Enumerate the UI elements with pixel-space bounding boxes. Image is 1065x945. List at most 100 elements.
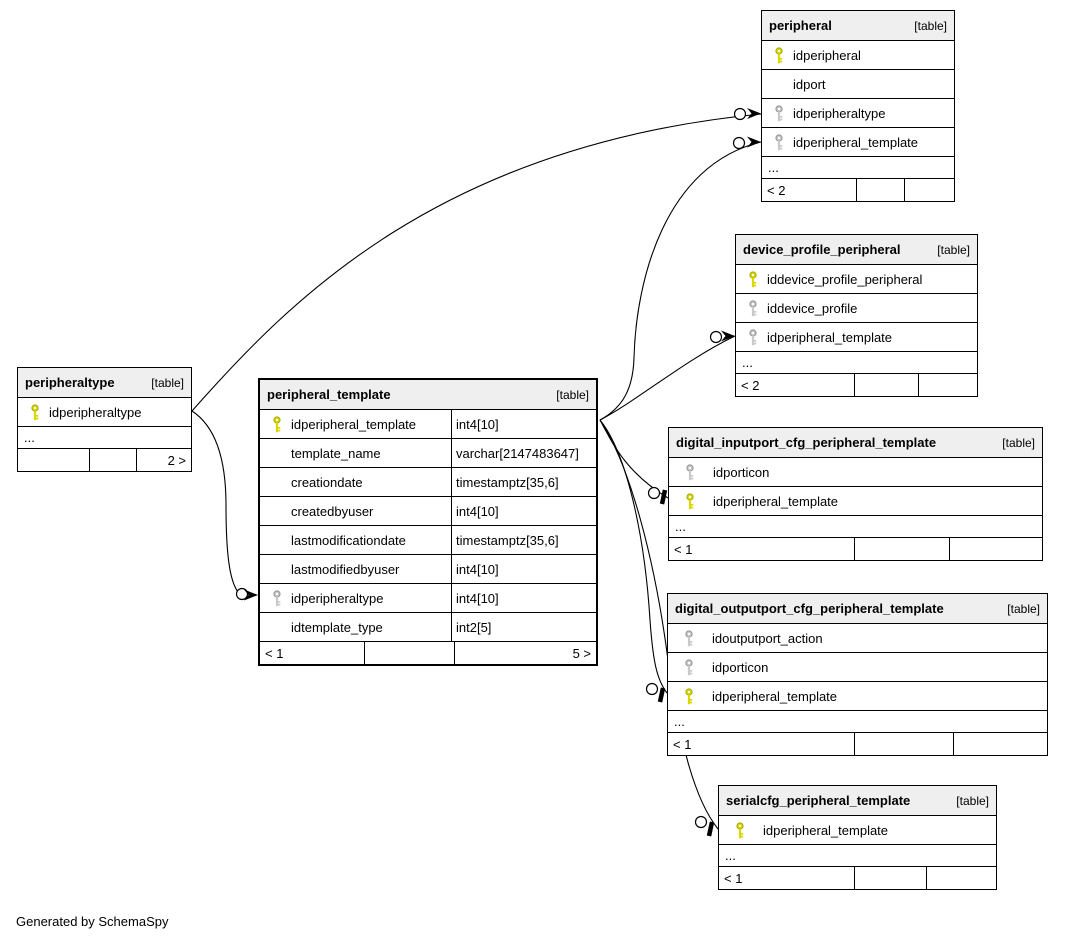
column-name: idperipheraltype bbox=[49, 404, 142, 420]
zero-or-one-circle-marker bbox=[733, 107, 747, 121]
column-row-idperipheral_template: idperipheral_template bbox=[719, 816, 996, 845]
table-title: serialcfg_peripheral_template bbox=[726, 793, 911, 808]
pk-key-icon bbox=[685, 687, 693, 704]
column-name-cell: idperipheral_template bbox=[719, 816, 996, 844]
hidden-columns-ellipsis: ... bbox=[18, 427, 191, 449]
table-peripheraltype[interactable]: peripheraltype[table] idperipheraltype...… bbox=[17, 367, 192, 472]
footer-cell bbox=[904, 179, 954, 201]
table-device_profile_peripheral[interactable]: device_profile_peripheral[table] iddevice… bbox=[735, 234, 978, 397]
zero-or-one-circle-marker bbox=[709, 330, 723, 344]
footer-cell bbox=[856, 179, 904, 201]
footer-cell bbox=[953, 733, 1047, 755]
zero-or-one-circle-marker bbox=[645, 682, 659, 696]
column-type: timestamptz[35,6] bbox=[451, 468, 596, 496]
column-row-idperipheraltype: idperipheraltype bbox=[18, 398, 191, 427]
column-type: int4[10] bbox=[451, 497, 596, 525]
table-serialcfg_peripheral_template[interactable]: serialcfg_peripheral_template [table] idpe… bbox=[718, 785, 997, 890]
fk-key-cell bbox=[744, 299, 762, 317]
zero-or-one-circle-marker bbox=[694, 815, 708, 829]
table-header[interactable]: digital_outputport_cfg_peripheral_templa… bbox=[668, 594, 1047, 624]
fk-key-cell bbox=[268, 589, 286, 607]
pk-key-icon bbox=[775, 46, 783, 63]
column-name: iddevice_profile_peripheral bbox=[767, 271, 923, 287]
column-name-cell: idperipheraltype bbox=[260, 584, 451, 612]
table-header[interactable]: serialcfg_peripheral_template [table] bbox=[719, 786, 996, 816]
pk-key-cell bbox=[268, 415, 286, 433]
column-name-cell: template_name bbox=[260, 439, 451, 467]
fk-key-icon bbox=[775, 133, 783, 150]
zero-or-one-circle-marker bbox=[732, 136, 746, 150]
column-name: createdbyuser bbox=[291, 503, 374, 519]
pk-key-cell bbox=[680, 687, 698, 705]
footer-cell: < 1 bbox=[265, 645, 284, 661]
column-row-idporticon: idporticon bbox=[669, 458, 1042, 487]
fk-key-cell bbox=[744, 328, 762, 346]
column-name: idtemplate_type bbox=[291, 619, 383, 635]
column-row-idperipheraltype: idperipheraltype bbox=[762, 99, 954, 128]
relationship-count-footer: < 1 bbox=[719, 867, 996, 889]
column-name-cell: idporticon bbox=[669, 458, 1042, 486]
pk-key-icon bbox=[749, 270, 757, 287]
table-type-tag: [table] bbox=[1007, 601, 1040, 616]
pk-key-cell bbox=[681, 492, 699, 510]
table-peripheral_template[interactable]: peripheral_template [table] idperipheral_t… bbox=[258, 378, 598, 666]
one-tee-marker bbox=[706, 821, 715, 837]
column-name-cell: lastmodificationdate bbox=[260, 526, 451, 554]
column-type: varchar[2147483647] bbox=[451, 439, 596, 467]
table-type-tag: [table] bbox=[937, 242, 970, 257]
column-row-idperipheral: idperipheral bbox=[762, 41, 954, 70]
table-title: peripheral_template bbox=[267, 387, 391, 402]
footer-cell bbox=[18, 449, 89, 471]
column-name: idperipheraltype bbox=[793, 105, 886, 121]
edge-peripheral_template.idperipheral_template-to-device_profile_peripheral.idperipheral_template bbox=[599, 330, 736, 421]
column-name: idperipheral_template bbox=[767, 329, 893, 345]
column-name: idporticon bbox=[713, 464, 770, 480]
table-header[interactable]: device_profile_peripheral[table] bbox=[736, 235, 977, 265]
column-name: lastmodifiedbyuser bbox=[291, 561, 400, 577]
footer-cell: < 2 bbox=[767, 182, 786, 198]
footer-cell bbox=[854, 733, 953, 755]
fk-key-icon bbox=[686, 463, 694, 480]
fk-arrowhead-marker bbox=[747, 108, 761, 119]
fk-key-cell bbox=[680, 658, 698, 676]
table-type-tag: [table] bbox=[956, 793, 989, 808]
table-header[interactable]: peripheraltype[table] bbox=[18, 368, 191, 398]
column-name-cell: idporticon bbox=[668, 653, 1047, 681]
column-name: idperipheral_template bbox=[763, 822, 889, 838]
column-name: idperipheral bbox=[793, 47, 861, 63]
column-name: idoutputport_action bbox=[712, 630, 823, 646]
fk-key-cell bbox=[681, 463, 699, 481]
table-title: peripheraltype bbox=[25, 375, 115, 390]
fk-key-icon bbox=[749, 299, 757, 316]
hidden-columns-ellipsis: ... bbox=[762, 157, 954, 179]
column-type: int4[10] bbox=[451, 410, 596, 438]
table-digital_outputport_cfg_peripheral_template[interactable]: digital_outputport_cfg_peripheral_templa… bbox=[667, 593, 1048, 756]
table-title: peripheral bbox=[769, 18, 832, 33]
hidden-columns-ellipsis: ... bbox=[669, 516, 1042, 538]
column-row-idperipheral_template: idperipheral_template bbox=[669, 487, 1042, 516]
column-name: idperipheral_template bbox=[713, 493, 839, 509]
table-header[interactable]: digital_inputport_cfg_peripheral_templat… bbox=[669, 428, 1042, 458]
relationship-count-footer: < 2 bbox=[762, 179, 954, 201]
footer-cell bbox=[364, 642, 454, 664]
pk-key-icon bbox=[31, 403, 39, 420]
table-header[interactable]: peripheral_template [table] bbox=[260, 380, 596, 410]
relationship-count-footer: < 2 bbox=[736, 374, 977, 396]
footer-cell: 5 > bbox=[454, 642, 596, 664]
table-type-tag: [table] bbox=[556, 387, 589, 402]
fk-key-icon bbox=[273, 589, 281, 606]
edge-peripheraltype.idperipheraltype-to-peripheral_template.idperipheraltype bbox=[191, 410, 258, 601]
table-type-tag: [table] bbox=[1002, 435, 1035, 450]
table-digital_inputport_cfg_peripheral_template[interactable]: digital_inputport_cfg_peripheral_templat… bbox=[668, 427, 1043, 561]
footer-cell bbox=[89, 449, 136, 471]
column-name-cell: idperipheral_template bbox=[260, 410, 451, 438]
one-tee-marker bbox=[657, 687, 666, 703]
table-header[interactable]: peripheral[table] bbox=[762, 11, 954, 41]
column-name-cell: lastmodifiedbyuser bbox=[260, 555, 451, 583]
